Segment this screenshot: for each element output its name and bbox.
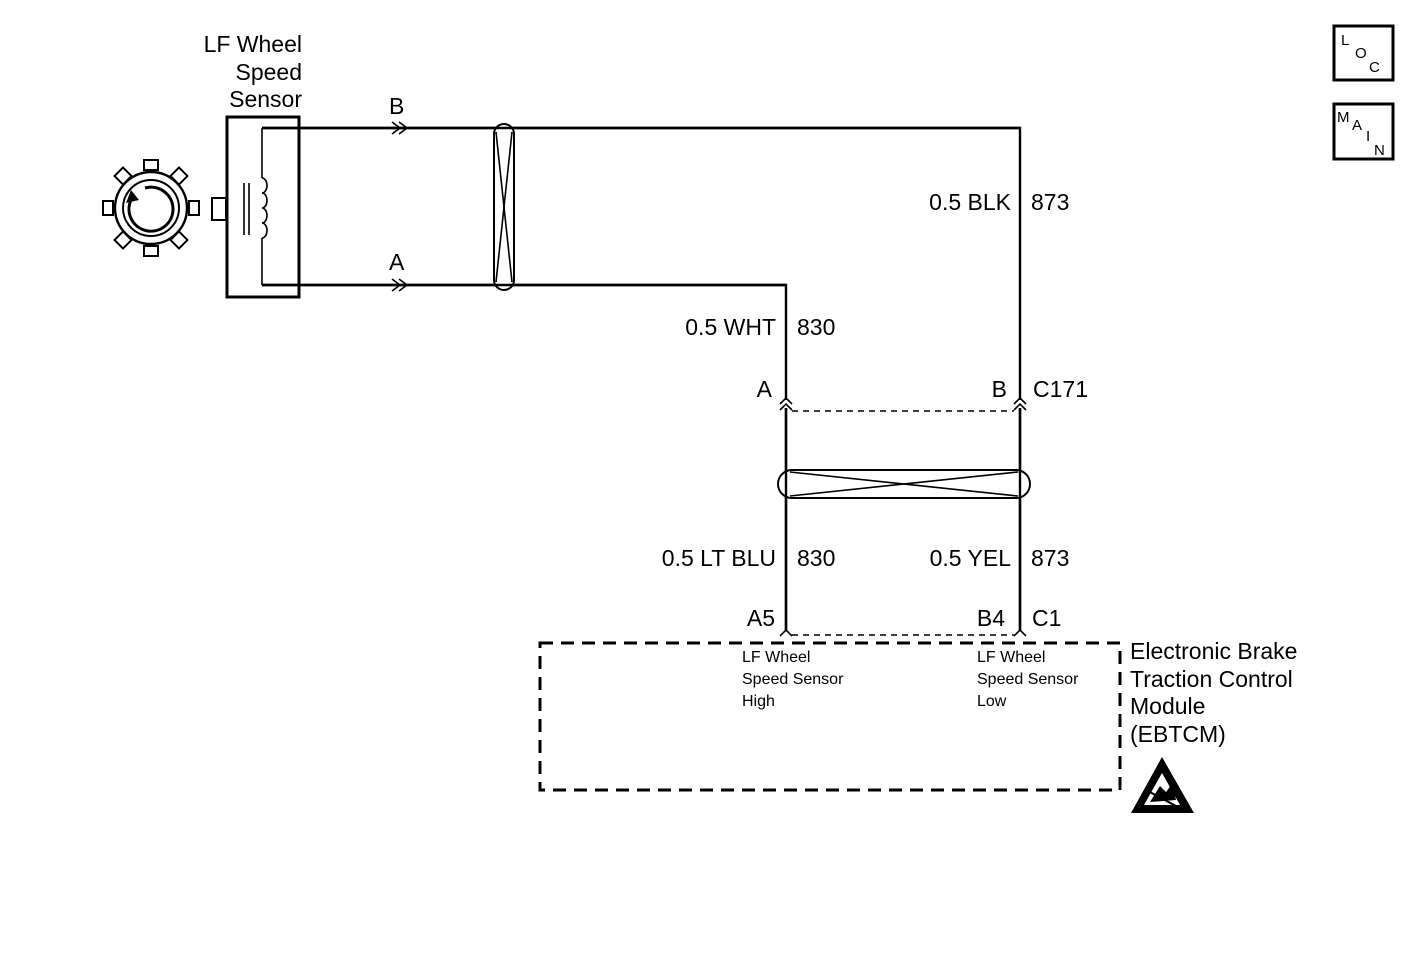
wire-b [262,126,1022,400]
loc-button[interactable]: L O C [1332,24,1395,82]
sensor-title: LF Wheel Speed Sensor [204,31,303,112]
c171-pin-b-label: B [992,376,1007,402]
module-title: Electronic Brake Traction Control Module… [1130,638,1297,747]
module-title-line2: Traction Control [1130,666,1293,692]
right-pin-desc-line2: Speed Sensor [977,671,1079,688]
wire-color-upper-left: 0.5 WHT [685,314,776,340]
module-title-line1: Electronic Brake [1130,638,1297,664]
c171-connector-label: C171 [1033,376,1088,402]
connector-c1 [779,628,1027,637]
left-pin-description: LF Wheel Speed Sensor High [742,649,844,710]
module-pin-b4-label: B4 [977,605,1005,631]
wire-color-lower-left: 0.5 LT BLU [662,545,776,571]
sensor-pin-b-label: B [389,93,404,119]
module-title-line3: Module [1130,693,1205,719]
wire-color-lower-right: 0.5 YEL [930,545,1012,571]
module-title-line4: (EBTCM) [1130,721,1226,747]
circuit-lower-left: 830 [797,545,835,571]
main-letter-1: M [1337,109,1350,126]
left-pin-desc-line2: Speed Sensor [742,671,844,688]
sensor-title-line3: Sensor [229,86,302,112]
circuit-lower-right: 873 [1031,545,1069,571]
coil-icon [243,128,268,285]
loc-letter-2: O [1355,45,1367,62]
circuit-upper-left: 830 [797,314,835,340]
sensor-pin-a-label: A [389,249,405,275]
module-box [538,641,1122,792]
c171-pin-a-label: A [757,376,773,402]
main-letter-3: I [1366,128,1370,145]
left-pin-desc-line3: High [742,693,775,710]
connector-c171 [779,396,1027,412]
module-pin-a5-label: A5 [747,605,775,631]
right-pin-description: LF Wheel Speed Sensor Low [977,649,1079,710]
sensor-title-line2: Speed [235,59,302,85]
tone-ring-icon [102,159,200,257]
main-button[interactable]: M A I N [1332,102,1395,161]
left-pin-desc-line1: LF Wheel [742,649,810,666]
sensor-tip [211,197,227,221]
wire-color-upper-right: 0.5 BLK [929,189,1011,215]
right-pin-desc-line3: Low [977,693,1007,710]
circuit-upper-right: 873 [1031,189,1069,215]
wire-a [262,283,788,400]
main-letter-2: A [1352,117,1362,134]
twisted-pair-upper [262,123,1020,291]
loc-letter-3: C [1369,59,1380,76]
right-pin-desc-line1: LF Wheel [977,649,1045,666]
loc-letter-1: L [1341,32,1349,49]
sensor-body [225,115,301,299]
sensor-title-line1: LF Wheel [204,31,302,57]
twisted-pair-lower [777,408,1031,630]
module-connector-label: C1 [1032,605,1061,631]
esd-warning-icon [1131,757,1194,813]
main-letter-4: N [1374,142,1385,159]
